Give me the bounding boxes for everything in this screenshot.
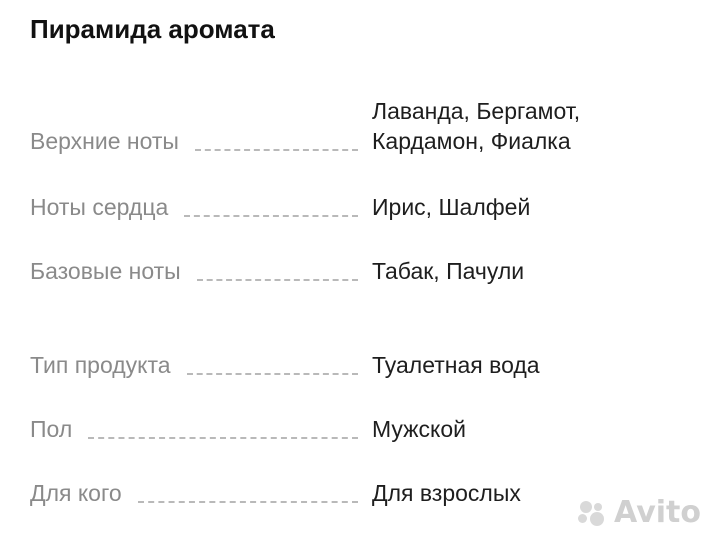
dotted-leader [184, 215, 358, 217]
spec-label: Ноты сердца [30, 194, 169, 220]
spec-value: Ирис, Шалфей [372, 194, 531, 220]
spec-label: Базовые ноты [30, 258, 181, 284]
section-title: Пирамида аромата [30, 14, 275, 44]
spec-value: Туалетная вода [372, 352, 540, 378]
spec-value: Табак, Пачули [372, 258, 525, 284]
spec-label: Для кого [30, 480, 122, 506]
dotted-leader [88, 437, 358, 439]
avito-logo-icon [578, 499, 608, 527]
dotted-leader [186, 373, 358, 375]
spec-row-base-notes: Базовые ноты Табак, Пачули [30, 256, 630, 286]
spec-label: Верхние ноты [30, 128, 179, 154]
spec-value: Для взрослых [372, 480, 521, 506]
spec-row-gender: Пол Мужской [30, 414, 630, 444]
spec-row-top-notes: Верхние ноты Лаванда, Бергамот, Кардамон… [30, 96, 630, 156]
dotted-leader [137, 501, 358, 503]
dotted-leader [194, 149, 358, 151]
spec-label: Тип продукта [30, 352, 171, 378]
spec-row-product-type: Тип продукта Туалетная вода [30, 350, 630, 380]
spec-row-audience: Для кого Для взрослых [30, 478, 630, 508]
dotted-leader [196, 279, 358, 281]
spec-label: Пол [30, 416, 73, 442]
spec-row-heart-notes: Ноты сердца Ирис, Шалфей [30, 192, 630, 222]
watermark-text: Avito [614, 495, 701, 530]
spec-value: Мужской [372, 416, 467, 442]
spec-value: Лаванда, Бергамот, Кардамон, Фиалка [372, 98, 581, 154]
avito-watermark: Avito [578, 495, 701, 530]
